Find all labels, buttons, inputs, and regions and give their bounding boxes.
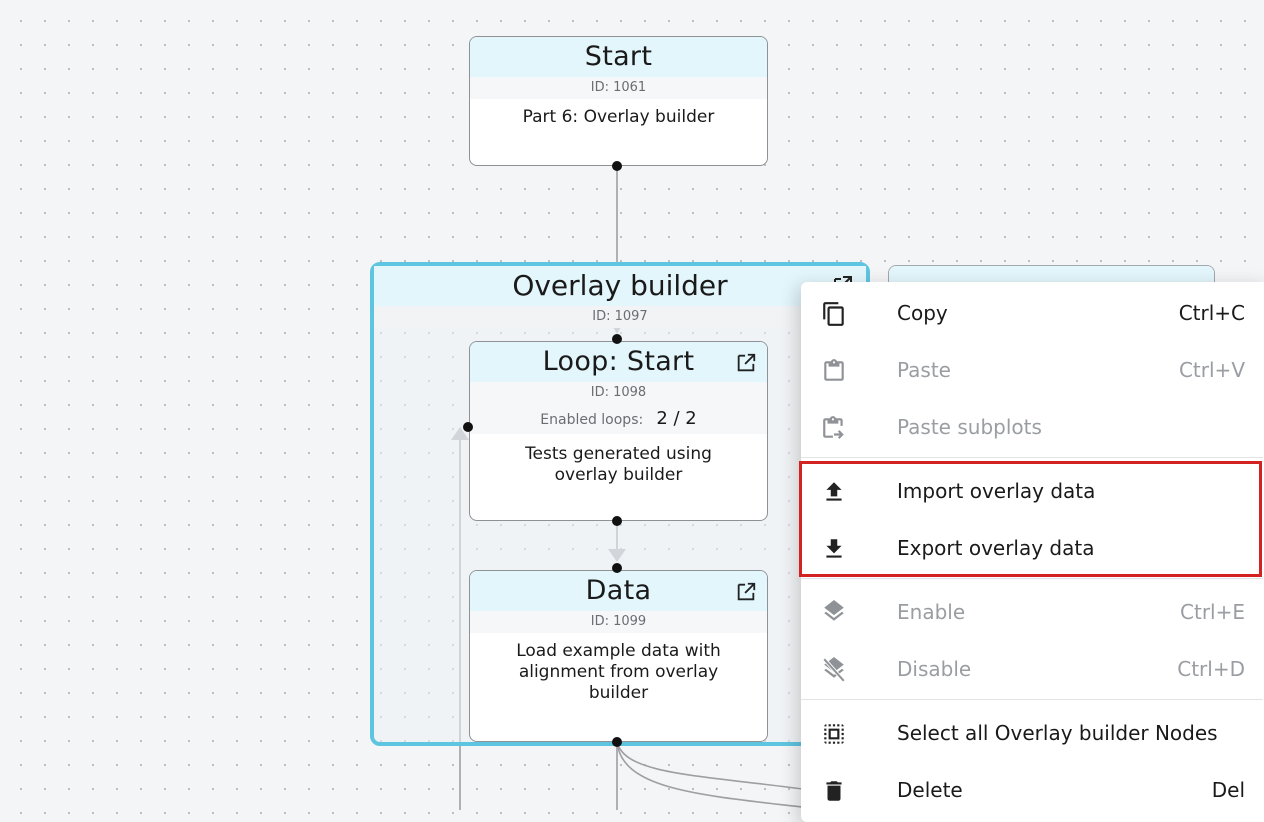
menu-divider <box>801 578 1263 579</box>
external-link-icon[interactable] <box>735 352 757 374</box>
menu-item-label: Export overlay data <box>897 536 1095 560</box>
node-description: Tests generated using overlay builder <box>525 444 712 485</box>
menu-item-label: Copy <box>897 301 948 325</box>
node-id: ID: 1098 <box>470 382 767 404</box>
menu-item-import-overlay-data[interactable]: Import overlay data <box>801 463 1263 519</box>
menu-item-label: Select all Overlay builder Nodes <box>897 721 1218 745</box>
menu-item-copy[interactable]: Copy Ctrl+C <box>801 285 1263 341</box>
loop-port[interactable] <box>463 422 473 432</box>
input-port[interactable] <box>612 563 622 573</box>
enabled-loops-label: Enabled loops: <box>540 412 644 428</box>
start-node[interactable]: Start ID: 1061 Part 6: Overlay builder <box>469 36 768 166</box>
menu-item-shortcut: Ctrl+E <box>1180 600 1245 624</box>
menu-item-export-overlay-data[interactable]: Export overlay data <box>801 520 1263 576</box>
menu-item-paste[interactable]: Paste Ctrl+V <box>801 342 1263 398</box>
group-title: Overlay builder <box>374 266 866 306</box>
enabled-loops-value: 2 / 2 <box>656 408 697 429</box>
output-port[interactable] <box>612 737 622 747</box>
node-id: ID: 1061 <box>470 77 767 99</box>
node-title: Data <box>470 571 767 611</box>
node-title: Start <box>470 37 767 77</box>
layers-icon <box>824 600 844 621</box>
menu-item-select-all-nodes[interactable]: Select all Overlay builder Nodes <box>801 705 1263 761</box>
menu-item-label: Disable <box>897 657 972 681</box>
menu-item-shortcut: Del <box>1211 778 1245 802</box>
clipboard-arrow-icon <box>823 416 844 439</box>
loop-start-node[interactable]: Loop: Start ID: 1098 Enabled loops: 2 / … <box>469 341 768 521</box>
menu-item-label: Enable <box>897 600 966 624</box>
clipboard-icon <box>824 359 844 381</box>
context-menu: Copy Ctrl+C Paste Ctrl+V Paste subplots … <box>801 282 1264 822</box>
menu-item-label: Delete <box>897 778 963 802</box>
layers-off-icon <box>822 657 846 683</box>
menu-item-paste-subplots[interactable]: Paste subplots <box>801 399 1263 455</box>
copy-icon <box>823 302 844 326</box>
node-description: Load example data with alignment from ov… <box>516 641 721 703</box>
output-port[interactable] <box>612 161 622 171</box>
menu-item-delete[interactable]: Delete Del <box>801 762 1263 818</box>
external-link-icon[interactable] <box>735 581 757 603</box>
output-port[interactable] <box>612 516 622 526</box>
trash-icon <box>826 781 842 801</box>
group-id: ID: 1097 <box>374 306 866 328</box>
select-all-icon <box>824 724 844 744</box>
menu-divider <box>801 457 1263 458</box>
menu-divider <box>801 699 1263 700</box>
input-port[interactable] <box>612 334 622 344</box>
node-description: Part 6: Overlay builder <box>522 107 715 127</box>
menu-item-shortcut: Ctrl+D <box>1177 657 1245 681</box>
node-title: Loop: Start <box>470 342 767 382</box>
node-id: ID: 1099 <box>470 611 767 633</box>
menu-item-label: Import overlay data <box>897 479 1096 503</box>
upload-icon <box>826 482 842 501</box>
menu-item-enable[interactable]: Enable Ctrl+E <box>801 584 1263 640</box>
menu-item-label: Paste <box>897 358 951 382</box>
menu-item-shortcut: Ctrl+V <box>1178 358 1245 382</box>
menu-item-shortcut: Ctrl+C <box>1178 301 1245 325</box>
highlight-box <box>799 461 1262 577</box>
download-icon <box>826 539 842 558</box>
menu-item-disable[interactable]: Disable Ctrl+D <box>801 641 1263 697</box>
menu-item-label: Paste subplots <box>897 415 1042 439</box>
data-node[interactable]: Data ID: 1099 Load example data with ali… <box>469 570 768 742</box>
